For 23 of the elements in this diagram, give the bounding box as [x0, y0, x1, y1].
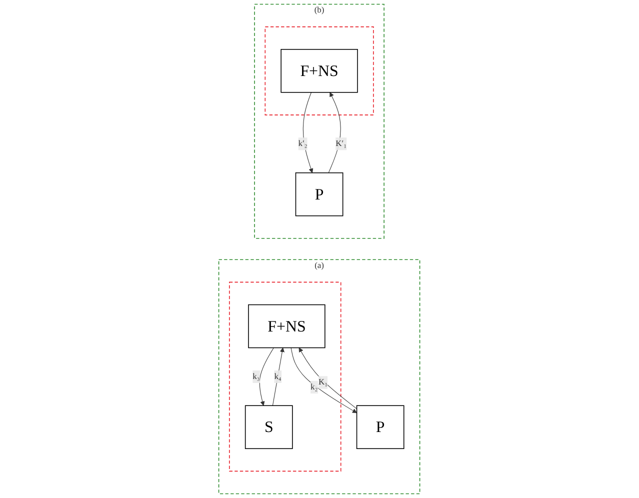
arrow	[328, 92, 342, 174]
node-box: P	[356, 405, 404, 450]
arrow	[299, 348, 358, 410]
cluster	[218, 259, 420, 494]
arrow	[260, 347, 274, 406]
edge-label: k₃	[252, 372, 260, 381]
arrow	[272, 348, 285, 406]
edge-label: k₂	[310, 382, 318, 392]
arrow	[303, 92, 314, 174]
node-box: F+NS	[280, 48, 358, 93]
node-label: (b)	[314, 6, 324, 15]
edge-label: k′₂	[298, 139, 308, 148]
cluster	[264, 26, 374, 116]
cluster	[229, 282, 342, 472]
edge-label: K₁	[318, 378, 328, 387]
arrow	[290, 347, 358, 414]
node-box: S	[245, 405, 294, 450]
cluster	[254, 4, 385, 239]
edge-label: k₄	[274, 372, 282, 381]
node-box: P	[296, 172, 344, 216]
node-box: F+NS	[248, 304, 326, 348]
edge-label: K′₁	[336, 139, 347, 148]
node-label: (a)	[314, 261, 324, 270]
